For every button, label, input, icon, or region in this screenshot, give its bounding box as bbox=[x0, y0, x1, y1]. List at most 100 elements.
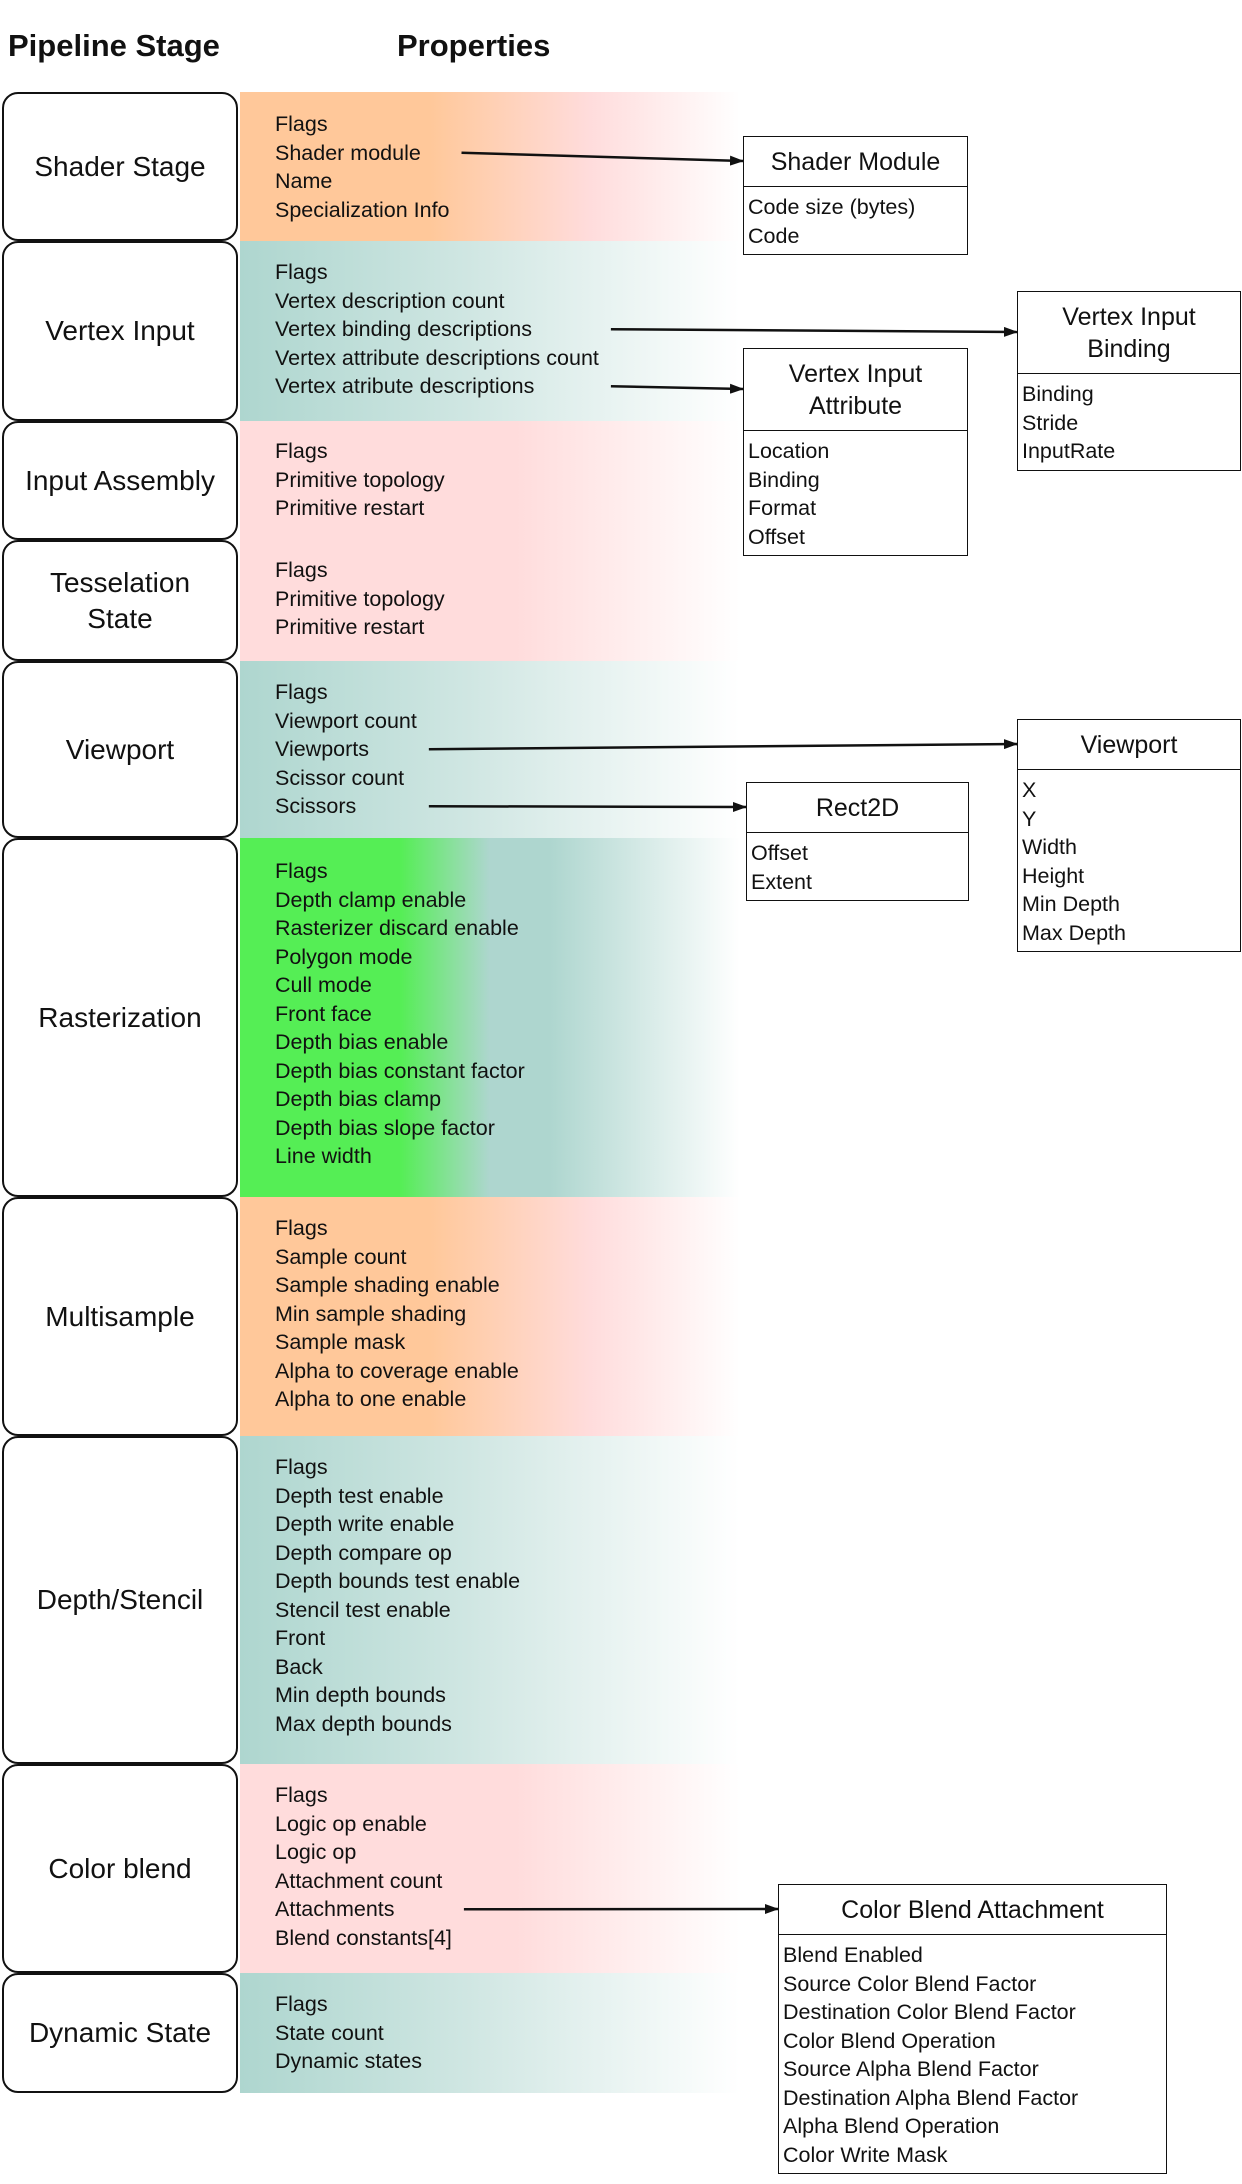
struct-field: Destination Color Blend Factor bbox=[783, 2000, 1076, 2024]
struct-field: Y bbox=[1022, 806, 1037, 831]
pipeline-stage-box: Rasterization bbox=[2, 838, 238, 1197]
struct-field: Color Write Mask bbox=[783, 2142, 948, 2167]
pipeline-stage-box: Depth/Stencil bbox=[2, 1436, 238, 1764]
stage-band bbox=[240, 838, 740, 1197]
property-item: Flags bbox=[275, 260, 328, 284]
struct-title: Color Blend Attachment bbox=[779, 1885, 1166, 1935]
property-item: Depth write enable bbox=[275, 1512, 455, 1536]
property-item: Flags bbox=[275, 1992, 328, 2016]
property-item: Primitive restart bbox=[275, 496, 425, 520]
property-item: Primitive topology bbox=[275, 467, 445, 492]
property-item: Logic op enable bbox=[275, 1811, 427, 1836]
struct-title: Viewport bbox=[1018, 720, 1240, 770]
property-item: Flags bbox=[275, 112, 328, 136]
struct-title: Rect2D bbox=[747, 783, 968, 833]
property-item: Name bbox=[275, 169, 333, 193]
stage-band bbox=[240, 1436, 740, 1764]
struct-field: Destination Alpha Blend Factor bbox=[783, 2085, 1079, 2110]
link-arrow bbox=[610, 326, 1018, 337]
property-item: Logic op bbox=[275, 1840, 357, 1864]
property-item: Depth bounds test enable bbox=[275, 1569, 521, 1593]
property-item: Vertex atribute descriptions bbox=[275, 374, 535, 398]
stage-band bbox=[240, 241, 740, 421]
property-item: Dynamic states bbox=[275, 2049, 422, 2073]
property-item: Front bbox=[275, 1626, 326, 1650]
property-item: Specialization Info bbox=[275, 197, 450, 222]
property-item: Vertex binding descriptions bbox=[275, 317, 532, 341]
property-item: State count bbox=[275, 2020, 384, 2045]
property-item: Scissor count bbox=[275, 765, 405, 790]
property-item: Depth compare op bbox=[275, 1540, 452, 1565]
property-item: Blend constants[4] bbox=[275, 1925, 452, 1950]
property-item: Primitive restart bbox=[275, 615, 425, 639]
property-item: Alpha to coverage enable bbox=[275, 1358, 519, 1383]
struct-field: InputRate bbox=[1022, 439, 1116, 463]
struct-title: Shader Module bbox=[744, 137, 967, 187]
property-item: Alpha to one enable bbox=[275, 1387, 467, 1411]
struct-field: Offset bbox=[748, 524, 805, 549]
struct-field: Code bbox=[748, 223, 800, 248]
stage-band bbox=[240, 92, 740, 241]
struct-field: Extent bbox=[751, 869, 812, 894]
property-item: Cull mode bbox=[275, 973, 372, 997]
property-item: Rasterizer discard enable bbox=[275, 916, 519, 940]
link-arrow bbox=[428, 739, 1018, 751]
struct-field: Min Depth bbox=[1022, 892, 1120, 916]
struct-title: Vertex Input Attribute bbox=[744, 349, 967, 431]
property-item: Depth bias enable bbox=[275, 1030, 449, 1054]
property-item: Line width bbox=[275, 1144, 372, 1168]
property-item: Attachments bbox=[275, 1897, 395, 1921]
property-item: Flags bbox=[275, 1783, 328, 1807]
stage-band bbox=[240, 1764, 740, 1973]
pipeline-stage-box: Shader Stage bbox=[2, 92, 238, 241]
property-item: Flags bbox=[275, 558, 328, 582]
property-item: Flags bbox=[275, 859, 328, 883]
property-item: Sample mask bbox=[275, 1330, 406, 1354]
stage-band bbox=[240, 540, 740, 661]
property-item: Stencil test enable bbox=[275, 1597, 451, 1622]
pipeline-stage-box: Vertex Input bbox=[2, 241, 238, 421]
property-item: Scissors bbox=[275, 794, 357, 818]
pipeline-stage-box: Viewport bbox=[2, 661, 238, 838]
stage-band bbox=[240, 1973, 740, 2093]
struct-field: Source Alpha Blend Factor bbox=[783, 2057, 1039, 2081]
property-item: Max depth bounds bbox=[275, 1711, 452, 1736]
pipeline-stage-box: Input Assembly bbox=[2, 421, 238, 540]
property-item: Flags bbox=[275, 1455, 328, 1479]
property-item: Shader module bbox=[275, 140, 421, 165]
struct-title: Vertex Input Binding bbox=[1018, 292, 1240, 374]
struct-field: Code size (bytes) bbox=[748, 195, 916, 219]
property-item: Sample count bbox=[275, 1244, 407, 1269]
property-item: Flags bbox=[275, 439, 328, 463]
pipeline-stage-box: Color blend bbox=[2, 1764, 238, 1973]
properties-header: Properties bbox=[397, 28, 551, 63]
struct-field: Height bbox=[1022, 863, 1085, 888]
property-item: Vertex description count bbox=[275, 288, 505, 313]
property-item: Viewports bbox=[275, 737, 370, 761]
struct-field: X bbox=[1022, 778, 1037, 802]
property-item: Depth bias slope factor bbox=[275, 1115, 495, 1140]
property-item: Sample shading enable bbox=[275, 1273, 500, 1297]
struct-field: Stride bbox=[1022, 410, 1079, 435]
property-item: Vertex attribute descriptions count bbox=[275, 345, 599, 370]
